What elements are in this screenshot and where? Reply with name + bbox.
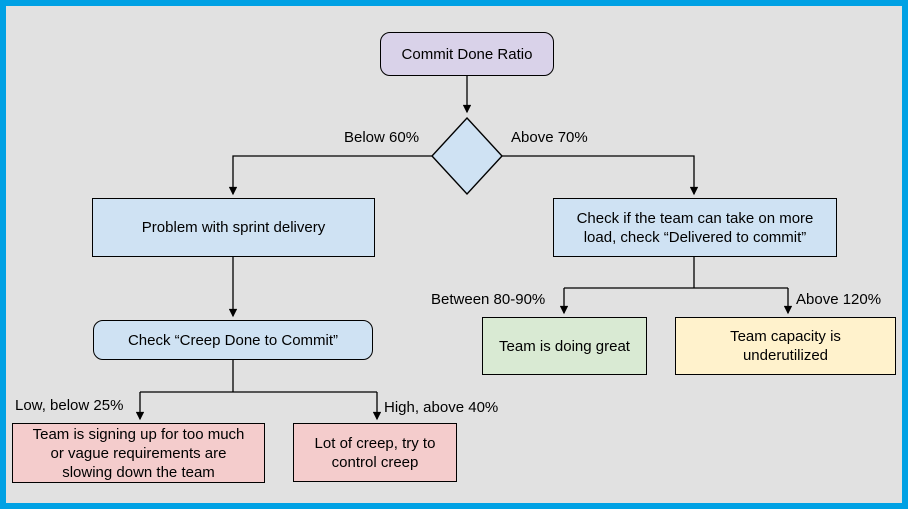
edge-label-above-70: Above 70%: [511, 129, 588, 146]
node-lot-of-creep: Lot of creep, try to control creep: [293, 423, 457, 482]
decision-diamond: [431, 116, 503, 196]
edge-label-below-60: Below 60%: [344, 129, 420, 146]
node-check-take-more-load: Check if the team can take on more load,…: [553, 198, 837, 257]
edge-label-above-120: Above 120%: [796, 291, 882, 308]
node-team-doing-great: Team is doing great: [482, 317, 647, 375]
edge-label-low-below-25: Low, below 25%: [15, 397, 124, 414]
edge-decision-to-problem: [228, 155, 433, 196]
node-team-capacity-underutilized: Team capacity is underutilized: [675, 317, 896, 375]
node-problem-sprint-delivery: Problem with sprint delivery: [92, 198, 375, 257]
edge-label-high-above-40: High, above 40%: [384, 399, 499, 416]
edge-label-between-80-90: Between 80-90%: [431, 291, 546, 308]
node-check-creep-done-to-commit: Check “Creep Done to Commit”: [93, 320, 373, 360]
node-signing-up-too-much: Team is signing up for too much or vague…: [12, 423, 265, 483]
node-commit-done-ratio: Commit Done Ratio: [380, 32, 554, 76]
edge-decision-to-take-more: [502, 155, 699, 196]
